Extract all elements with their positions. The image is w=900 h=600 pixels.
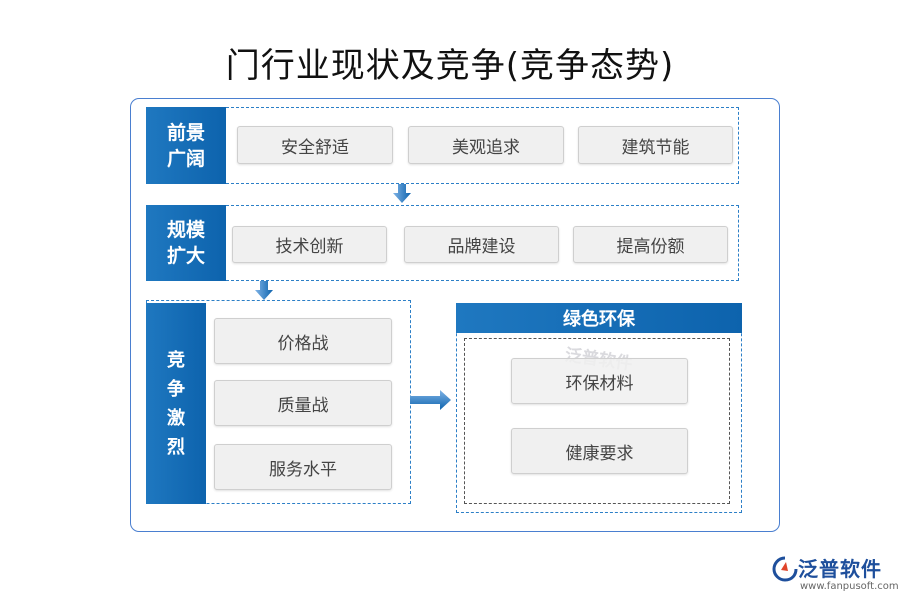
scale-label-text: 规模 扩大 [166, 219, 205, 267]
scale-label: 规模 扩大 [146, 205, 226, 281]
green-label: 绿色环保 [456, 303, 742, 333]
competition-label: 竞 争 激 烈 [146, 303, 206, 504]
prospect-item: 建筑节能 [578, 126, 733, 164]
scale-item: 提高份额 [573, 226, 728, 263]
logo-icon [772, 556, 798, 582]
competition-item: 服务水平 [214, 444, 392, 490]
green-inner-frame [464, 338, 730, 504]
diagram-title: 门行业现状及竞争(竞争态势) [225, 46, 675, 86]
scale-item: 品牌建设 [404, 226, 559, 263]
scale-item: 技术创新 [232, 226, 387, 263]
green-item: 健康要求 [511, 428, 688, 474]
arrow-down-icon [393, 184, 411, 203]
prospect-label: 前景 广阔 [146, 107, 226, 184]
competition-item: 价格战 [214, 318, 392, 364]
prospect-item: 美观追求 [408, 126, 564, 164]
green-item: 环保材料 [511, 358, 688, 404]
competition-label-text: 竞 争 激 烈 [167, 349, 185, 458]
arrow-down-icon [255, 281, 273, 300]
prospect-item: 安全舒适 [237, 126, 393, 164]
diagram-frame [130, 98, 780, 532]
logo-name: 泛普软件 [798, 557, 882, 581]
competition-item: 质量战 [214, 380, 392, 426]
brand-logo: 泛普软件 www.fanpusoft.com [770, 553, 899, 597]
arrow-right-icon [410, 390, 451, 410]
logo-url: www.fanpusoft.com [800, 581, 899, 592]
prospect-label-text: 前景 广阔 [166, 121, 205, 170]
